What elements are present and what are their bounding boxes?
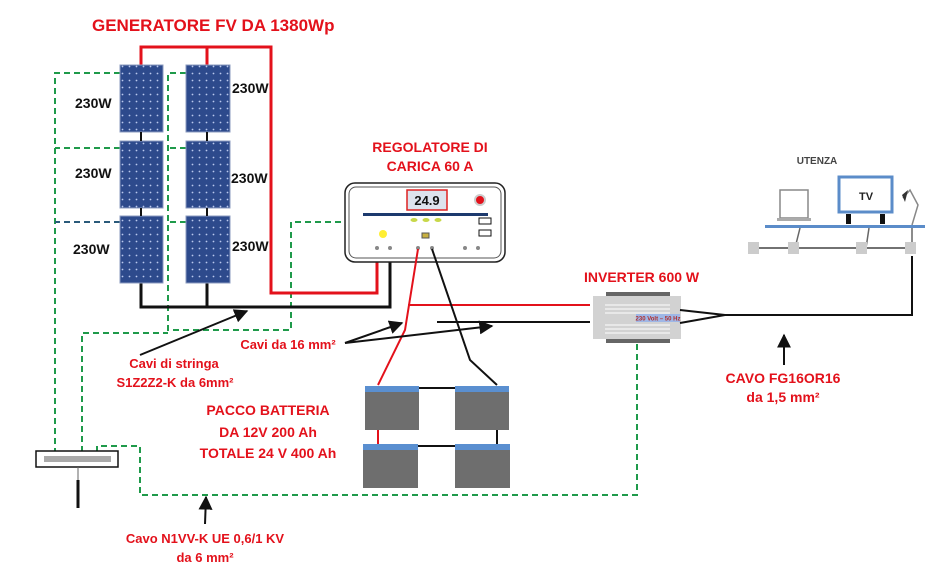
panel-positive-wiring — [139, 45, 379, 295]
inverter-title: INVERTER 600 W — [584, 269, 700, 285]
battery-label-line2: DA 12V 200 Ah — [219, 424, 317, 440]
solar-panel — [185, 140, 231, 209]
string-cable-label-line2: S1Z2Z2-K da 6mm² — [116, 375, 234, 390]
sun-icon — [379, 230, 387, 238]
panel-power-label: 230W — [232, 238, 269, 254]
socket-icon — [748, 242, 759, 254]
solar-panel — [185, 215, 231, 284]
solar-panel — [185, 64, 231, 133]
ground-cable-label-line2: da 6 mm² — [176, 550, 234, 565]
regulator-title-line2: CARICA 60 A — [387, 158, 474, 174]
solar-panel — [119, 64, 164, 133]
regulator-display: 24.9 — [414, 193, 439, 208]
regulator-title-line1: REGOLATORE DI — [372, 139, 487, 155]
ground-cable-label-line1: Cavo N1VV-K UE 0,6/1 KV — [126, 531, 285, 546]
solar-panel — [119, 215, 164, 284]
ac-wiring — [679, 256, 913, 324]
battery — [455, 444, 510, 488]
ground-electrode — [35, 450, 119, 508]
monitor-icon — [779, 189, 809, 219]
ground-wiring — [54, 72, 638, 496]
battery-label-line3: TOTALE 24 V 400 Ah — [200, 445, 337, 461]
charge-regulator: 24.9 — [344, 182, 506, 263]
tv-label: TV — [859, 191, 874, 203]
ac-cable-label-line2: da 1,5 mm² — [746, 389, 819, 405]
battery-icon — [421, 232, 430, 239]
loads-title: UTENZA — [797, 156, 838, 167]
battery — [455, 386, 509, 430]
panel-power-label: 230W — [231, 170, 268, 186]
battery — [363, 444, 418, 488]
panel-power-label: 230W — [75, 165, 112, 181]
battery — [365, 386, 419, 430]
ac-cable-label-line1: CAVO FG16OR16 — [726, 370, 841, 386]
panel-power-label: 230W — [232, 80, 269, 96]
loads: TV — [748, 175, 925, 254]
battery-pack — [363, 386, 510, 488]
string-cable-label-line1: Cavi di stringa — [129, 356, 219, 371]
diagram-title: GENERATORE FV DA 1380Wp — [92, 16, 334, 35]
panel-power-label: 230W — [75, 95, 112, 111]
socket-icon — [856, 242, 867, 254]
annotation-arrows — [139, 309, 791, 525]
panel-power-label: 230W — [73, 241, 110, 257]
tv-icon — [837, 175, 894, 214]
solar-panel — [119, 140, 164, 209]
inverter: 230 Volt – 50 Hz — [593, 292, 681, 343]
inverter-rating-label: 230 Volt – 50 Hz — [636, 317, 681, 323]
socket-icon — [905, 242, 916, 254]
main-cable-label: Cavi da 16 mm² — [240, 337, 336, 352]
solar-panels — [119, 64, 231, 284]
socket-icon — [788, 242, 799, 254]
battery-label-line1: PACCO BATTERIA — [206, 402, 329, 418]
